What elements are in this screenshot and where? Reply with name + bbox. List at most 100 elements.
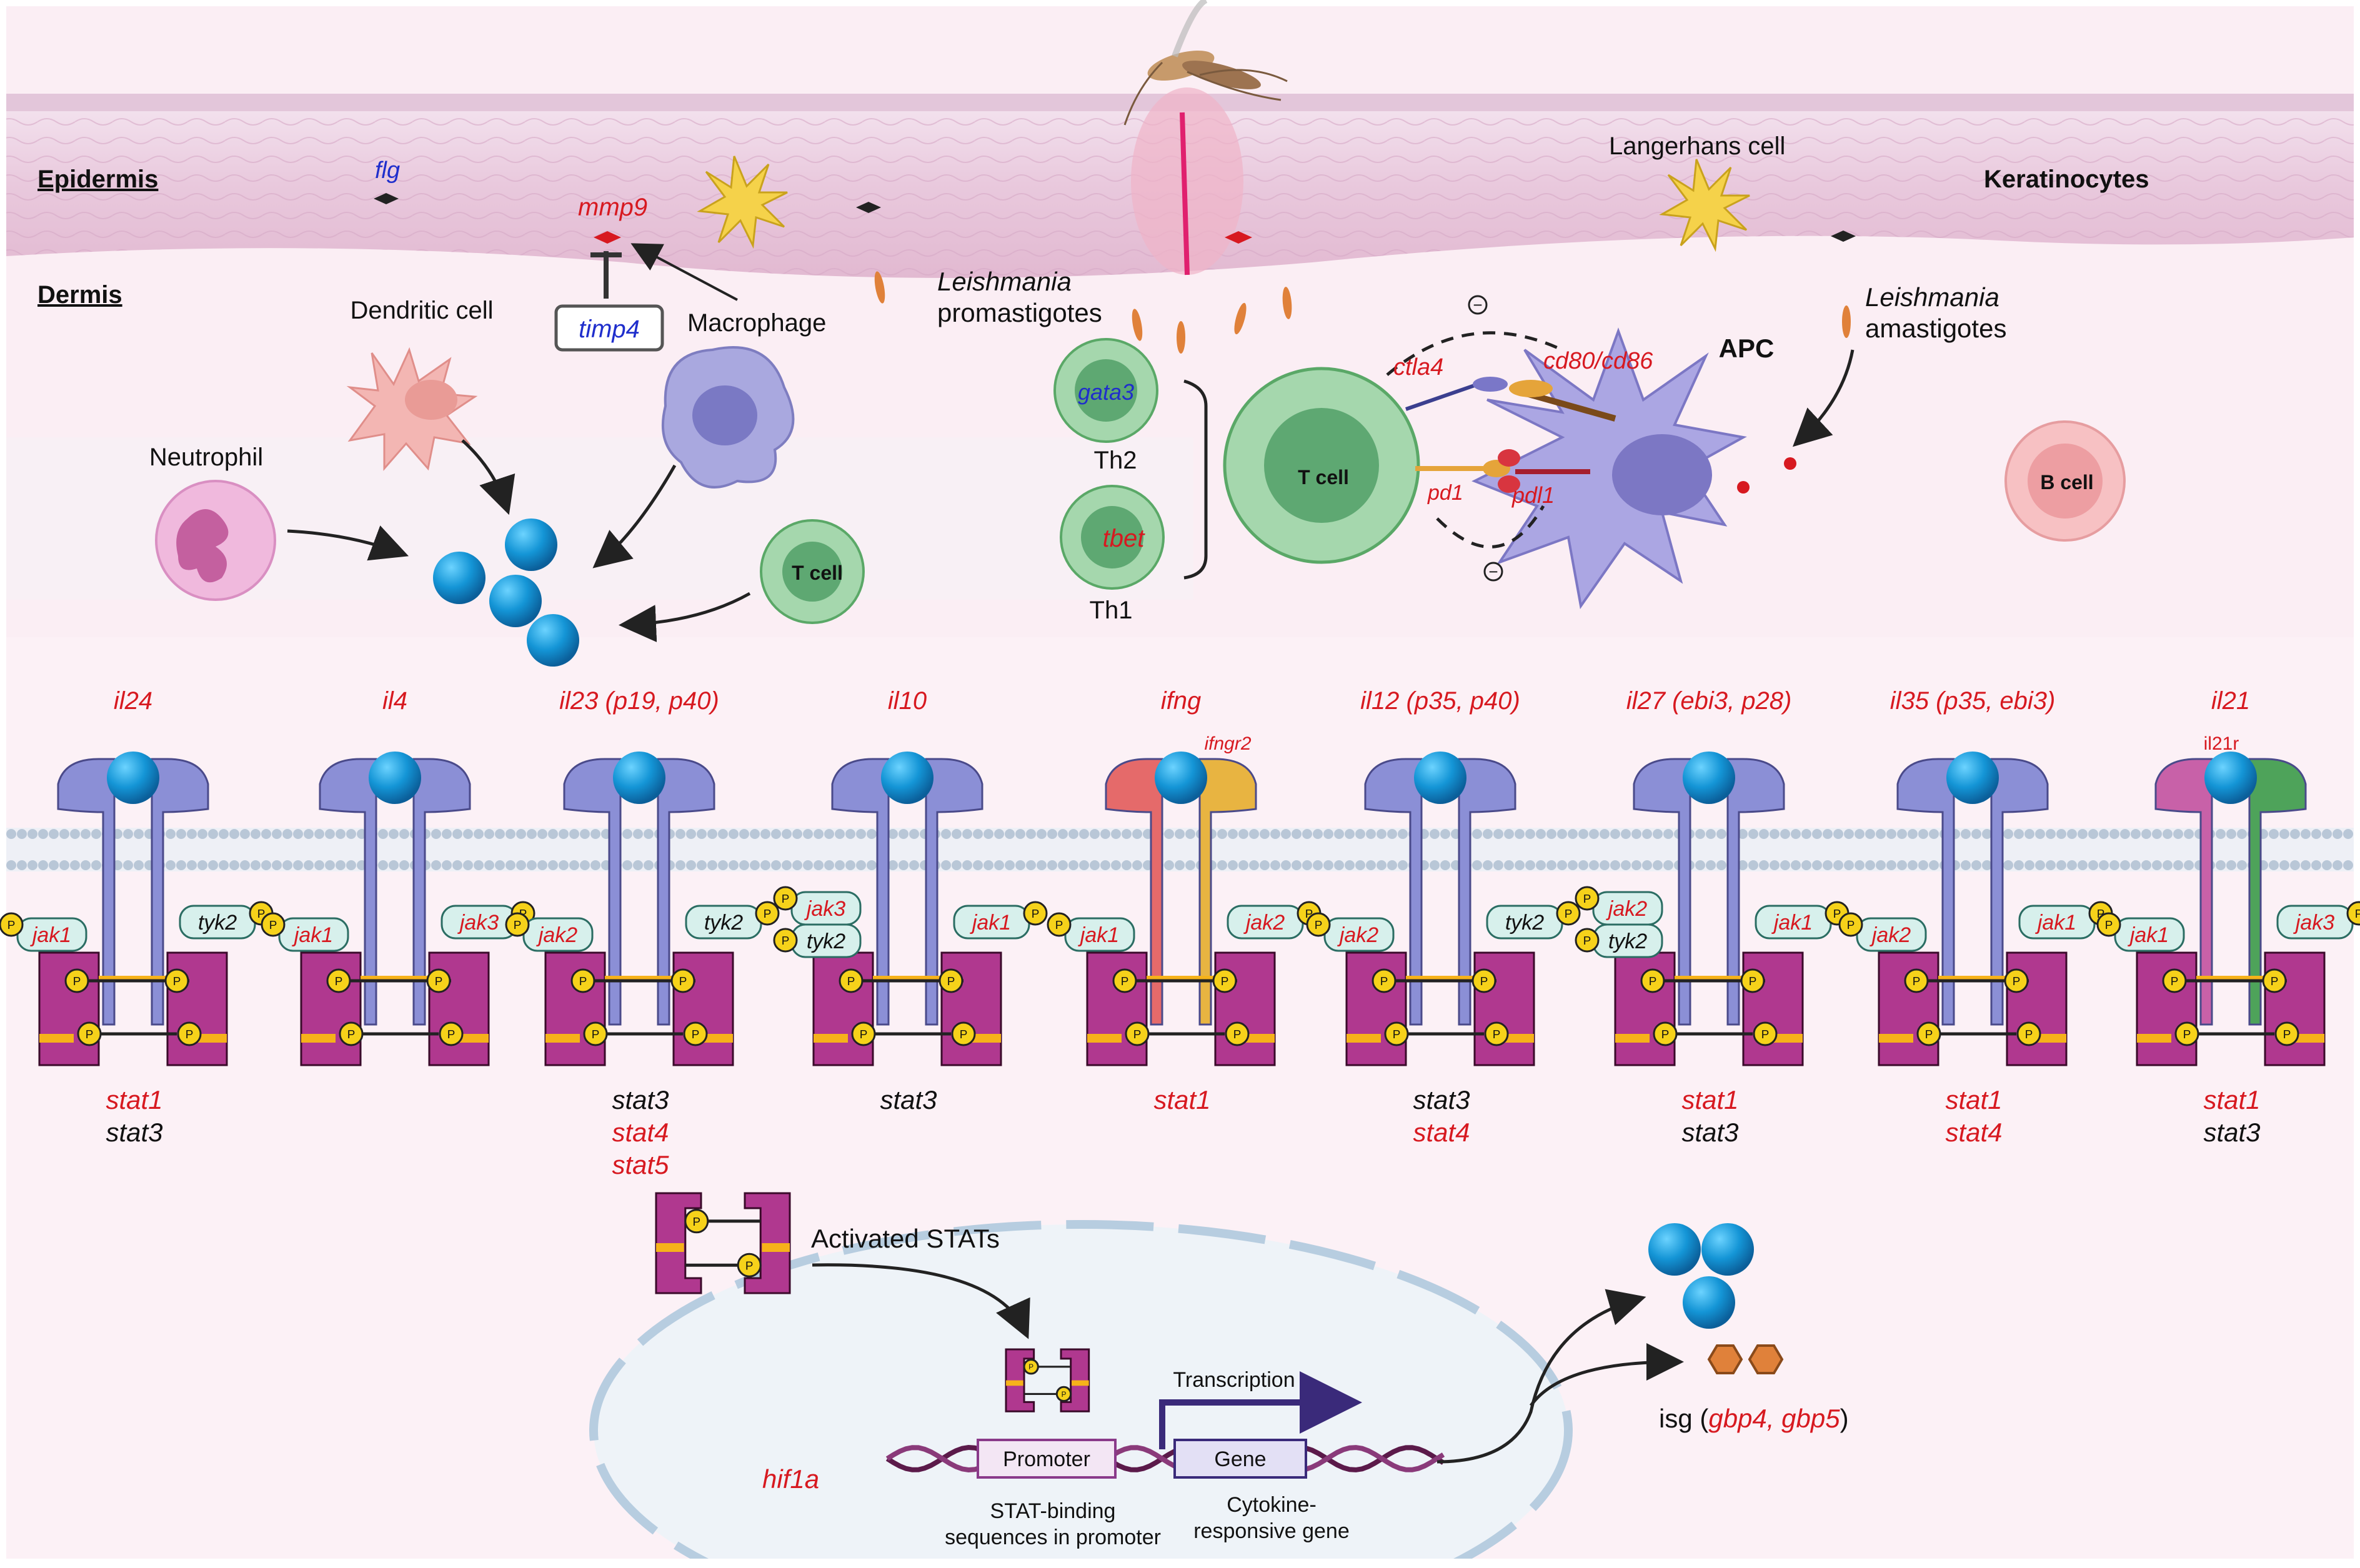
lipid-head: [856, 860, 866, 870]
phospho-label: P: [1315, 919, 1323, 932]
stat-band: [1938, 976, 2007, 982]
lipid-head: [1791, 860, 1801, 870]
t-cell-center-label: T cell: [1298, 466, 1349, 489]
lipid-head: [1589, 829, 1599, 839]
lipid-head: [814, 860, 824, 870]
isg-label: isg (gbp4, gbp5): [1659, 1404, 1849, 1433]
lipid-head: [569, 829, 579, 839]
lipid-head: [633, 860, 643, 870]
lipid-head: [1801, 829, 1811, 839]
stat-band: [1006, 1380, 1023, 1386]
phospho-icon: [1372, 968, 1397, 993]
lipid-head: [1026, 860, 1036, 870]
lipid-head: [1812, 829, 1822, 839]
cytokine-label: il21: [2211, 687, 2250, 715]
phospho-label: P: [1925, 1028, 1933, 1041]
stat-left: [544, 951, 606, 1066]
lipid-head: [166, 829, 176, 839]
lipid-head: [2226, 860, 2236, 870]
lipid-head: [1886, 829, 1896, 839]
lipid-head: [261, 860, 271, 870]
lipid-head: [750, 860, 760, 870]
lipid-head: [346, 860, 356, 870]
lipid-head: [2343, 829, 2353, 839]
lipid-head: [952, 860, 962, 870]
lipid-head: [134, 860, 144, 870]
lipid-head: [1302, 829, 1312, 839]
lipid-head: [1631, 829, 1641, 839]
lipid-head: [399, 829, 409, 839]
stat-band: [1406, 976, 1475, 982]
lipid-head: [962, 829, 972, 839]
stat-band: [1072, 1380, 1089, 1386]
pdl1-head-a: [1498, 449, 1520, 467]
phospho-label: P: [947, 975, 955, 988]
lipid-head: [559, 829, 569, 839]
langerhans-label: Langerhans cell: [1609, 132, 1785, 160]
lipid-head: [1260, 829, 1270, 839]
lipid-head: [1387, 860, 1397, 870]
lipid-head: [17, 829, 27, 839]
lipid-head: [909, 829, 919, 839]
lipid-head: [739, 860, 749, 870]
pdl1-label: pdl1: [1511, 482, 1555, 508]
phospho-icon: [1575, 928, 1600, 953]
stat-label: stat3: [880, 1085, 937, 1114]
jak-left-label: jak1: [1078, 923, 1119, 947]
lipid-head: [2088, 829, 2098, 839]
lipid-head: [2109, 829, 2119, 839]
lipid-head: [792, 829, 802, 839]
phospho-label: P: [1583, 893, 1591, 906]
lipid-head: [389, 829, 399, 839]
lipid-head: [1653, 860, 1663, 870]
lipid-head: [1398, 829, 1408, 839]
lipid-head: [2078, 860, 2088, 870]
output-cytokines-icon: [1648, 1223, 1754, 1329]
lipid-head: [304, 860, 314, 870]
mosquito-icon: [1123, 0, 1288, 126]
lipid-head: [1971, 860, 1981, 870]
lipid-head: [729, 860, 739, 870]
phospho-label: P: [447, 1028, 456, 1041]
phospho-icon: [1838, 912, 1863, 937]
lipid-head: [1079, 829, 1089, 839]
dermis-label: Dermis: [37, 281, 122, 309]
lipid-head: [240, 829, 250, 839]
jak-left2-label: tyk2: [1608, 930, 1647, 953]
ctla4-label: ctla4: [1393, 354, 1443, 380]
lipid-head: [495, 860, 505, 870]
stat-label: stat1: [1945, 1085, 2002, 1114]
lipid-head: [1876, 860, 1886, 870]
leishmania-word: Leishmania: [937, 267, 1072, 296]
page-bottom-edge: [6, 1559, 2354, 1565]
lipid-head: [251, 860, 261, 870]
phospho-label: P: [1121, 975, 1129, 988]
lipid-head: [675, 829, 685, 839]
lipid-head: [1642, 860, 1652, 870]
lipid-head: [707, 860, 717, 870]
phospho-icon: [1471, 968, 1496, 993]
lipid-head: [2173, 860, 2183, 870]
lipid-head: [166, 860, 176, 870]
lipid-head: [973, 829, 983, 839]
stat-band: [361, 976, 429, 982]
lipid-head: [1600, 829, 1610, 839]
stat-band: [2137, 1034, 2171, 1043]
lipid-head: [1493, 860, 1503, 870]
activated-stats-label: Activated STATs: [811, 1224, 1000, 1253]
lipid-head: [2216, 829, 2226, 839]
lipid-head: [835, 829, 845, 839]
lipid-head: [1738, 829, 1748, 839]
lipid-head: [782, 860, 792, 870]
phospho-label: P: [7, 919, 16, 932]
jak-left2-label: tyk2: [807, 930, 845, 953]
lipid-head: [739, 829, 749, 839]
lipid-head: [1270, 860, 1280, 870]
cell-membrane: [6, 828, 2354, 871]
jak-right-label: jak1: [970, 911, 1011, 935]
cytokine-responsive-label-2: responsive gene: [1193, 1519, 1350, 1543]
lipid-head: [1706, 829, 1716, 839]
jak-right-label: jak3: [457, 911, 499, 935]
